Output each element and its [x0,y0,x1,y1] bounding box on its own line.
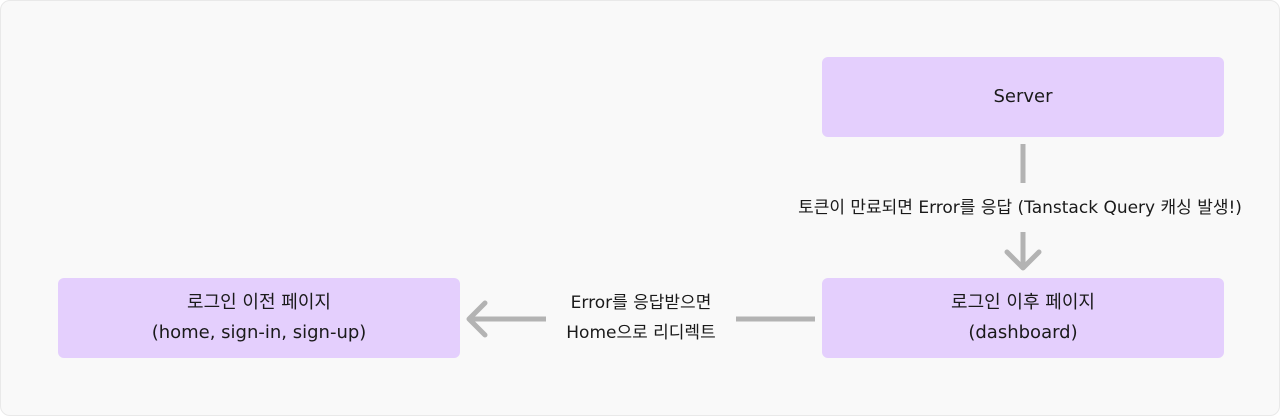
edge-label-after-to-before-line1: Error를 응답받으면 [570,293,712,313]
arrow-after-to-before-head [466,300,488,338]
edge-label-after-to-before: Error를 응답받으면 Home으로 리디렉트 [546,288,736,348]
node-server-label: Server [993,86,1053,107]
node-before-login: 로그인 이전 페이지 (home, sign-in, sign-up) [58,278,460,358]
edge-label-server-to-after: 토큰이 만료되면 Error를 응답 (Tanstack Query 캐싱 발생… [798,198,1242,218]
arrow-server-to-after-head [1004,249,1042,271]
node-before-login-line1: 로그인 이전 페이지 [187,292,331,313]
node-after-login: 로그인 이후 페이지 (dashboard) [822,278,1224,358]
node-after-login-line2: (dashboard) [968,322,1078,343]
node-after-login-line1: 로그인 이후 페이지 [951,292,1095,313]
edge-label-after-to-before-line2: Home으로 리디렉트 [566,323,716,343]
node-before-login-line2: (home, sign-in, sign-up) [151,322,367,343]
node-server: Server [822,57,1224,137]
